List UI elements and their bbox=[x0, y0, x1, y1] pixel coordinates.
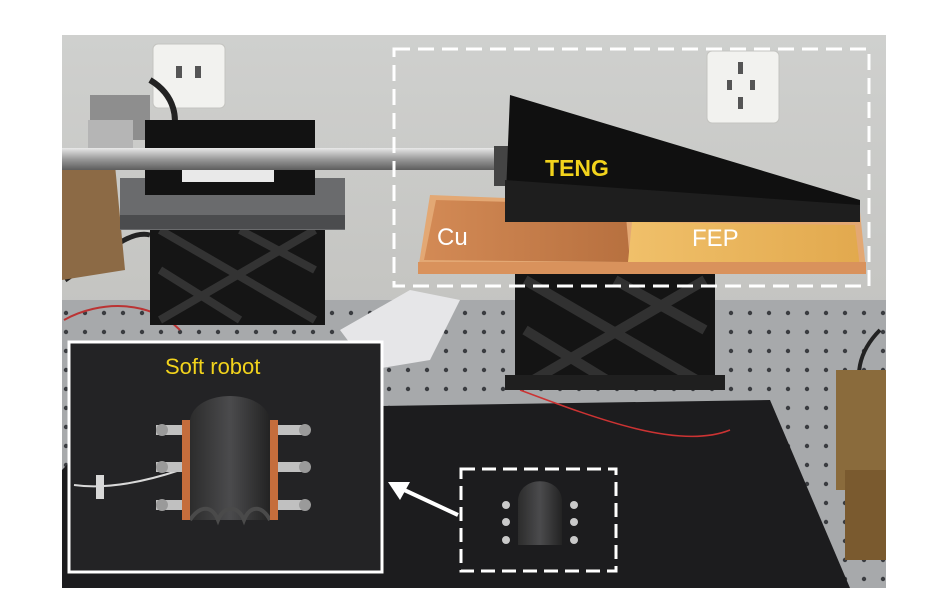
right-clamps bbox=[836, 370, 886, 560]
cu-label: Cu bbox=[437, 224, 468, 251]
soft-robot-small bbox=[502, 481, 578, 545]
fep-label: FEP bbox=[692, 225, 739, 252]
wall-socket-right bbox=[706, 50, 780, 124]
robot-dashed-box bbox=[459, 467, 618, 573]
right-lift-stage bbox=[505, 270, 725, 390]
soft-robot-inset bbox=[67, 340, 384, 574]
soft-robot-label: Soft robot bbox=[165, 354, 261, 379]
left-lift-stage bbox=[120, 178, 345, 325]
linear-motor bbox=[62, 95, 514, 195]
brown-box-left bbox=[62, 150, 125, 280]
teng-dashed-box bbox=[392, 47, 871, 288]
wall-socket-left bbox=[152, 43, 226, 109]
teng-label: TENG bbox=[545, 155, 609, 181]
arrow-to-inset bbox=[388, 482, 459, 517]
teng-wedge bbox=[505, 95, 860, 222]
